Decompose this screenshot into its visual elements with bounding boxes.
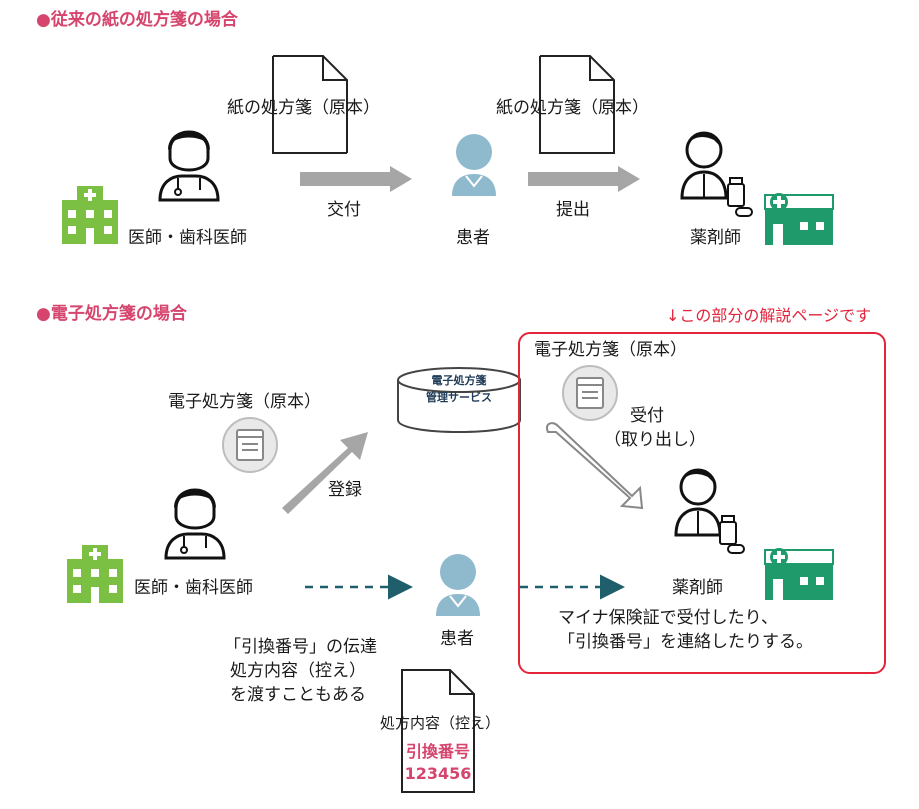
section2-title: ●電子処方箋の場合 bbox=[36, 304, 187, 324]
hospital-icon bbox=[62, 186, 118, 244]
doctor-label: 医師・歯科医師 bbox=[128, 228, 247, 248]
electronic-document-icon bbox=[222, 417, 278, 473]
doctor-icon bbox=[164, 488, 226, 560]
paper-prescription-label: 紙の処方箋（原本） bbox=[227, 98, 380, 118]
arrow-gray-icon bbox=[528, 166, 640, 192]
doctor-icon bbox=[158, 130, 220, 202]
convey-line1: 「引換番号」の伝達 bbox=[224, 637, 377, 657]
pharmacist-label: 薬剤師 bbox=[690, 228, 741, 248]
electronic-document-icon bbox=[562, 365, 618, 421]
convey-line3: を渡すこともある bbox=[230, 685, 366, 705]
copy-document-label: 処方内容（控え） bbox=[380, 714, 501, 732]
pharmacist-label: 薬剤師 bbox=[672, 578, 723, 598]
pharmacy-icon bbox=[764, 548, 834, 600]
section1-title: ●従来の紙の処方箋の場合 bbox=[36, 10, 238, 30]
issue-label: 交付 bbox=[327, 200, 361, 220]
register-arrow-icon bbox=[282, 432, 368, 514]
paper-prescription-label: 紙の処方箋（原本） bbox=[496, 98, 649, 118]
highlight-box bbox=[518, 332, 886, 674]
description-line1: マイナ保険証で受付したり、 bbox=[558, 608, 778, 628]
electronic-prescription-label: 電子処方箋（原本） bbox=[168, 392, 321, 412]
convey-line2: 処方内容（控え） bbox=[230, 661, 366, 681]
receive-label: 受付 bbox=[630, 406, 664, 426]
exchange-number-label: 引換番号 bbox=[405, 742, 470, 761]
receive-arrow-icon bbox=[546, 422, 644, 510]
patient-icon bbox=[436, 554, 480, 616]
service-name-line2: 管理サービス bbox=[426, 391, 492, 404]
electronic-prescription-label: 電子処方箋（原本） bbox=[534, 340, 687, 360]
retrieve-label: （取り出し） bbox=[604, 430, 706, 450]
pharmacist-icon bbox=[680, 131, 753, 217]
patient-label: 患者 bbox=[456, 228, 490, 248]
hospital-icon bbox=[67, 545, 123, 603]
paper-document-icon bbox=[272, 55, 348, 154]
database-icon bbox=[397, 367, 521, 433]
description-line2: 「引換番号」を連絡したりする。 bbox=[558, 632, 813, 652]
pharmacy-icon bbox=[764, 193, 834, 245]
patient-label: 患者 bbox=[440, 629, 474, 649]
exchange-number-value: 123456 bbox=[404, 764, 472, 783]
explanation-note: ↓この部分の解説ページです bbox=[666, 306, 872, 325]
register-label: 登録 bbox=[328, 480, 362, 500]
submit-label: 提出 bbox=[556, 200, 590, 220]
pharmacist-icon bbox=[674, 468, 745, 554]
service-name-line1: 電子処方箋 bbox=[431, 374, 487, 387]
patient-icon bbox=[452, 134, 496, 196]
arrow-gray-icon bbox=[300, 166, 412, 192]
prescription-copy-document-icon bbox=[401, 669, 475, 793]
doctor-label: 医師・歯科医師 bbox=[134, 578, 253, 598]
paper-document-icon bbox=[539, 55, 615, 154]
